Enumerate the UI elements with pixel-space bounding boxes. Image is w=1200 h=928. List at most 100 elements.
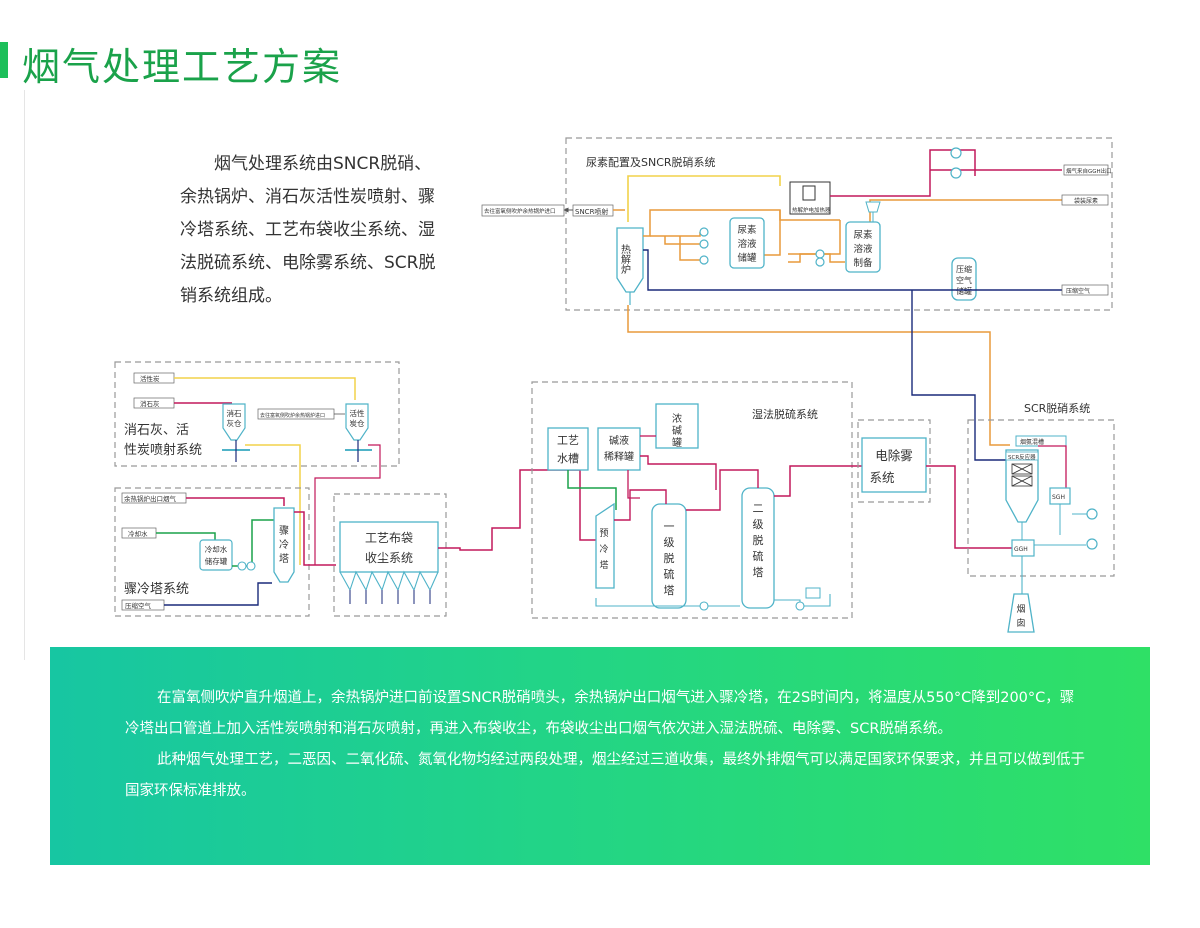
sncr-system-box: [565, 137, 1113, 311]
tower2-label-5: 塔: [753, 566, 764, 579]
urea-prep-tank: [845, 221, 881, 273]
footer-description-panel: 在富氧侧吹炉直升烟道上，余热锅炉进口前设置SNCR脱硝喷头，余热锅炉出口烟气进入…: [50, 647, 1150, 865]
baghouse-body: [339, 521, 439, 573]
scr-system-title: SCR脱硝系统: [1024, 401, 1090, 415]
conc-alkali-tank: [655, 403, 699, 449]
tower2-label-2: 级: [753, 518, 764, 531]
chimney-label-1: 烟: [1016, 603, 1025, 615]
wet-system-title: 湿法脱硫系统: [752, 407, 818, 421]
sncr-nozzle-label: SNCR喷射: [575, 207, 608, 216]
ggh-box: [1011, 539, 1035, 557]
chimney-label-2: 囱: [1016, 617, 1025, 629]
tower2-label-3: 脱: [753, 533, 764, 547]
urea-storage-label-2: 溶液: [737, 238, 757, 250]
conc-tank-label-3: 罐: [672, 436, 682, 449]
dilute-tank-label-1: 碱液: [609, 434, 629, 447]
footer-paragraph-1: 在富氧侧吹炉直升烟道上，余热锅炉进口前设置SNCR脱硝喷头，余热锅炉出口烟气进入…: [125, 690, 1075, 737]
pre-cool-label-1: 预: [599, 528, 608, 539]
pre-cool-tower: [595, 502, 615, 589]
intro-line: 烟气处理系统由SNCR脱硝、: [214, 154, 432, 174]
mixer-label: 烟氨混槽: [1020, 438, 1044, 446]
activated-carbon-label: 活性炭: [140, 374, 160, 383]
gas-from-ggh-label: 烟气来自GGH出口: [1066, 167, 1112, 175]
quench-tower-label-2: 冷: [279, 538, 289, 551]
pre-cool-label-2: 冷: [599, 543, 608, 555]
lime-system-title-1: 消石灰、活: [124, 423, 189, 438]
urea-storage-tank: [729, 217, 765, 269]
footer-text: 在富氧侧吹炉直升烟道上，余热锅炉进口前设置SNCR脱硝喷头，余热锅炉出口烟气进入…: [125, 683, 1085, 807]
tower1-label-4: 硫: [664, 567, 675, 581]
sncr-compressed-air-label: 压缩空气: [1066, 287, 1090, 295]
esp-label-2: 系统: [869, 470, 894, 485]
urea-prep-label-1: 尿素: [853, 229, 873, 241]
boiler-gas-label: 余热锅炉出口烟气: [124, 494, 177, 503]
esp-system-box: [857, 419, 931, 503]
divider-line: [24, 90, 25, 660]
air-tank-label-2: 空气: [956, 275, 972, 285]
tower1-label-2: 级: [664, 536, 675, 549]
lime-system-title-2: 性炭喷射系统: [124, 442, 202, 458]
footer-paragraph-2: 此种烟气处理工艺，二恶因、二氧化硫、氮氧化物均经过两段处理，烟尘经过三道收集，最…: [125, 752, 1085, 799]
process-water-label-1: 工艺: [557, 434, 579, 447]
wet-desulfurization-box: [531, 381, 853, 619]
tower1-label-1: 一: [664, 520, 675, 533]
heater-label: 热解炉电加热器: [792, 206, 831, 214]
lime-silo-label-2: 灰仓: [227, 418, 242, 428]
intro-line: 法脱硫系统、电除雾系统、SCR脱: [180, 253, 436, 273]
page-title: 烟气处理工艺方案: [22, 45, 343, 89]
quench-system-box: [114, 487, 310, 617]
urea-bag-label: 袋装尿素: [1074, 197, 1098, 205]
baghouse-label-1: 工艺布袋: [365, 531, 413, 545]
cooling-water-label: 冷却水: [128, 529, 148, 538]
dilute-tank-label-2: 稀释罐: [604, 450, 634, 463]
intro-line: 余热锅炉、消石灰活性炭喷射、骤: [180, 187, 435, 207]
quench-tower-label-1: 骤: [279, 525, 289, 537]
scr-reactor-label: SCR反应器: [1008, 453, 1036, 461]
urea-prep-label-3: 制备: [853, 257, 873, 269]
esp-label-1: 电除雾: [875, 448, 913, 463]
quench-compressed-air-label: 压缩空气: [125, 601, 152, 610]
esp-body: [861, 437, 927, 493]
quench-tower-label-3: 塔: [279, 552, 289, 565]
urea-storage-label-3: 储罐: [737, 252, 757, 264]
lime-silo-label-1: 消石: [227, 408, 242, 418]
quench-tower: [273, 507, 295, 583]
lime-silo: [222, 403, 246, 441]
water-tank-label-1: 冷却水: [205, 544, 228, 554]
water-tank-label-2: 储存罐: [205, 556, 228, 566]
urea-prep-label-2: 溶液: [853, 243, 873, 255]
pyrolysis-label: 热解炉: [619, 243, 631, 275]
air-tank-label-1: 压缩: [956, 264, 972, 274]
intro-line: 冷塔系统、工艺布袋收尘系统、湿: [180, 220, 435, 240]
pyrolysis-heater: [789, 181, 831, 215]
pre-cool-label-3: 塔: [599, 559, 608, 571]
ggh-label: GGH: [1014, 546, 1028, 553]
chimney: [1007, 593, 1035, 633]
tower1-label-5: 塔: [664, 584, 675, 597]
sncr-system-title: 尿素配置及SNCR脱硝系统: [586, 155, 716, 169]
lime-to-boiler-label: 去往富氧侧吹炉余热锅炉进口: [260, 412, 325, 419]
desulfurization-tower-1: [651, 503, 687, 609]
sgh-label: SGH: [1052, 494, 1065, 501]
title-accent-bar: [0, 42, 8, 78]
tower2-label-1: 二: [753, 502, 764, 515]
process-water-label-2: 水槽: [557, 452, 579, 465]
intro-line: 销系统组成。: [180, 286, 282, 306]
conc-tank-label-1: 浓: [672, 413, 682, 425]
air-tank-label-3: 储罐: [956, 286, 972, 296]
alkali-dilute-tank: [597, 427, 641, 471]
urea-storage-label-1: 尿素: [737, 224, 757, 236]
baghouse-label-2: 收尘系统: [365, 551, 413, 565]
scr-system-box: [967, 419, 1115, 577]
lime-carbon-system-box: [114, 361, 400, 467]
tower2-label-4: 硫: [753, 549, 764, 563]
quench-system-title: 骤冷塔系统: [124, 582, 189, 597]
intro-text: 烟气处理系统由SNCR脱硝、 余热锅炉、消石灰活性炭喷射、骤 冷塔系统、工艺布袋…: [180, 148, 470, 313]
process-water-tank: [547, 427, 589, 471]
lime-input-label: 消石灰: [140, 399, 160, 408]
cooling-water-tank: [199, 539, 233, 571]
carbon-silo-label-1: 活性: [350, 408, 365, 418]
conc-tank-label-2: 碱: [672, 425, 682, 437]
pyrolysis-furnace: [616, 227, 644, 293]
carbon-silo: [345, 403, 369, 441]
